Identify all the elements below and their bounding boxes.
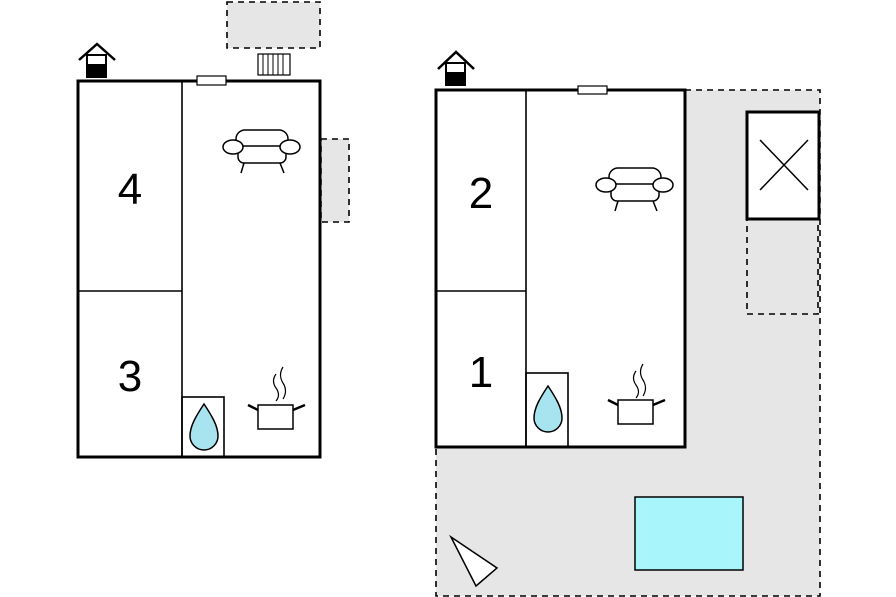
kitchen-pot-icon	[247, 366, 306, 430]
room-number-1: 1	[469, 348, 493, 397]
sofa-icon	[595, 167, 674, 212]
water-drop-icon	[189, 402, 219, 451]
unit-right: 2 1	[434, 50, 821, 597]
radiator-icon	[257, 53, 291, 76]
side-balcony	[320, 138, 350, 223]
house-icon	[78, 42, 116, 78]
pool	[634, 496, 744, 571]
window-icon	[196, 75, 227, 86]
triangle-marker-icon	[449, 534, 499, 588]
sofa-icon	[222, 129, 301, 174]
window-icon	[577, 85, 608, 95]
bathroom-right	[525, 372, 569, 448]
terrace-top	[226, 1, 321, 49]
room-number-2: 2	[469, 169, 493, 218]
room-number-4: 4	[118, 165, 142, 214]
house-icon	[437, 50, 475, 86]
room-number-3: 3	[118, 352, 142, 401]
bathroom-left	[181, 396, 225, 458]
water-drop-icon	[533, 384, 563, 433]
unit-left: 4 3	[76, 1, 350, 459]
kitchen-pot-icon	[607, 363, 666, 425]
parking-x-icon	[745, 110, 821, 221]
